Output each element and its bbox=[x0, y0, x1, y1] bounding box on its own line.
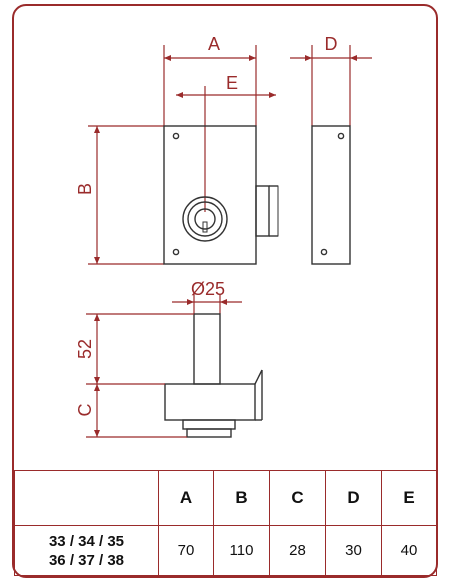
keyhole bbox=[202, 221, 208, 233]
dimension-b: B bbox=[75, 125, 164, 265]
spec-header-e: E bbox=[381, 470, 437, 526]
spec-model-line-2: 36 / 37 / 38 bbox=[48, 551, 125, 569]
dimension-a-label: A bbox=[208, 34, 220, 54]
cylinder-core bbox=[194, 208, 216, 230]
spec-value-e: 40 bbox=[381, 525, 437, 576]
dimension-d-label: D bbox=[325, 34, 338, 54]
dimension-a: A bbox=[163, 34, 257, 126]
lock-front-view bbox=[163, 125, 279, 265]
spec-value-a: 70 bbox=[158, 525, 214, 576]
spec-value-row: 33 / 34 / 35 36 / 37 / 38 70 110 28 30 4… bbox=[14, 525, 437, 576]
dimension-diameter: Ø25 bbox=[172, 279, 242, 314]
dimension-e: E bbox=[176, 73, 276, 212]
spec-value-b: 110 bbox=[213, 525, 270, 576]
spec-corner-cell bbox=[14, 470, 159, 526]
dimension-depth: 52 bbox=[75, 313, 194, 385]
dimension-b-label: B bbox=[75, 183, 95, 195]
dimension-d: D bbox=[290, 34, 372, 126]
side-screw-bottom bbox=[320, 248, 328, 256]
dimension-diameter-label: Ø25 bbox=[191, 279, 225, 299]
spec-model-cell: 33 / 34 / 35 36 / 37 / 38 bbox=[14, 525, 159, 576]
cylinder-inner bbox=[187, 201, 223, 237]
dimension-c: C bbox=[75, 384, 187, 438]
dimension-e-label: E bbox=[226, 73, 238, 93]
screw-hole-top bbox=[172, 132, 180, 140]
spec-header-a: A bbox=[158, 470, 214, 526]
spec-header-b: B bbox=[213, 470, 270, 526]
outer-frame bbox=[12, 4, 438, 578]
spec-value-d: 30 bbox=[325, 525, 382, 576]
dimension-c-label: C bbox=[75, 404, 95, 417]
screw-hole-bottom bbox=[172, 248, 180, 256]
cylinder-outer bbox=[182, 196, 228, 242]
lock-bottom-view bbox=[164, 313, 263, 438]
lock-side-view bbox=[311, 125, 351, 265]
spec-value-c: 28 bbox=[269, 525, 326, 576]
spec-header-c: C bbox=[269, 470, 326, 526]
spec-model-line-1: 33 / 34 / 35 bbox=[48, 532, 125, 550]
side-screw-top bbox=[337, 132, 345, 140]
spec-table: A B C D E 33 / 34 / 35 36 / 37 / 38 70 1… bbox=[14, 470, 437, 576]
spec-header-row: A B C D E bbox=[14, 470, 437, 526]
technical-drawing: A E D B bbox=[75, 34, 372, 438]
spec-header-d: D bbox=[325, 470, 382, 526]
dimension-depth-label: 52 bbox=[75, 339, 95, 359]
